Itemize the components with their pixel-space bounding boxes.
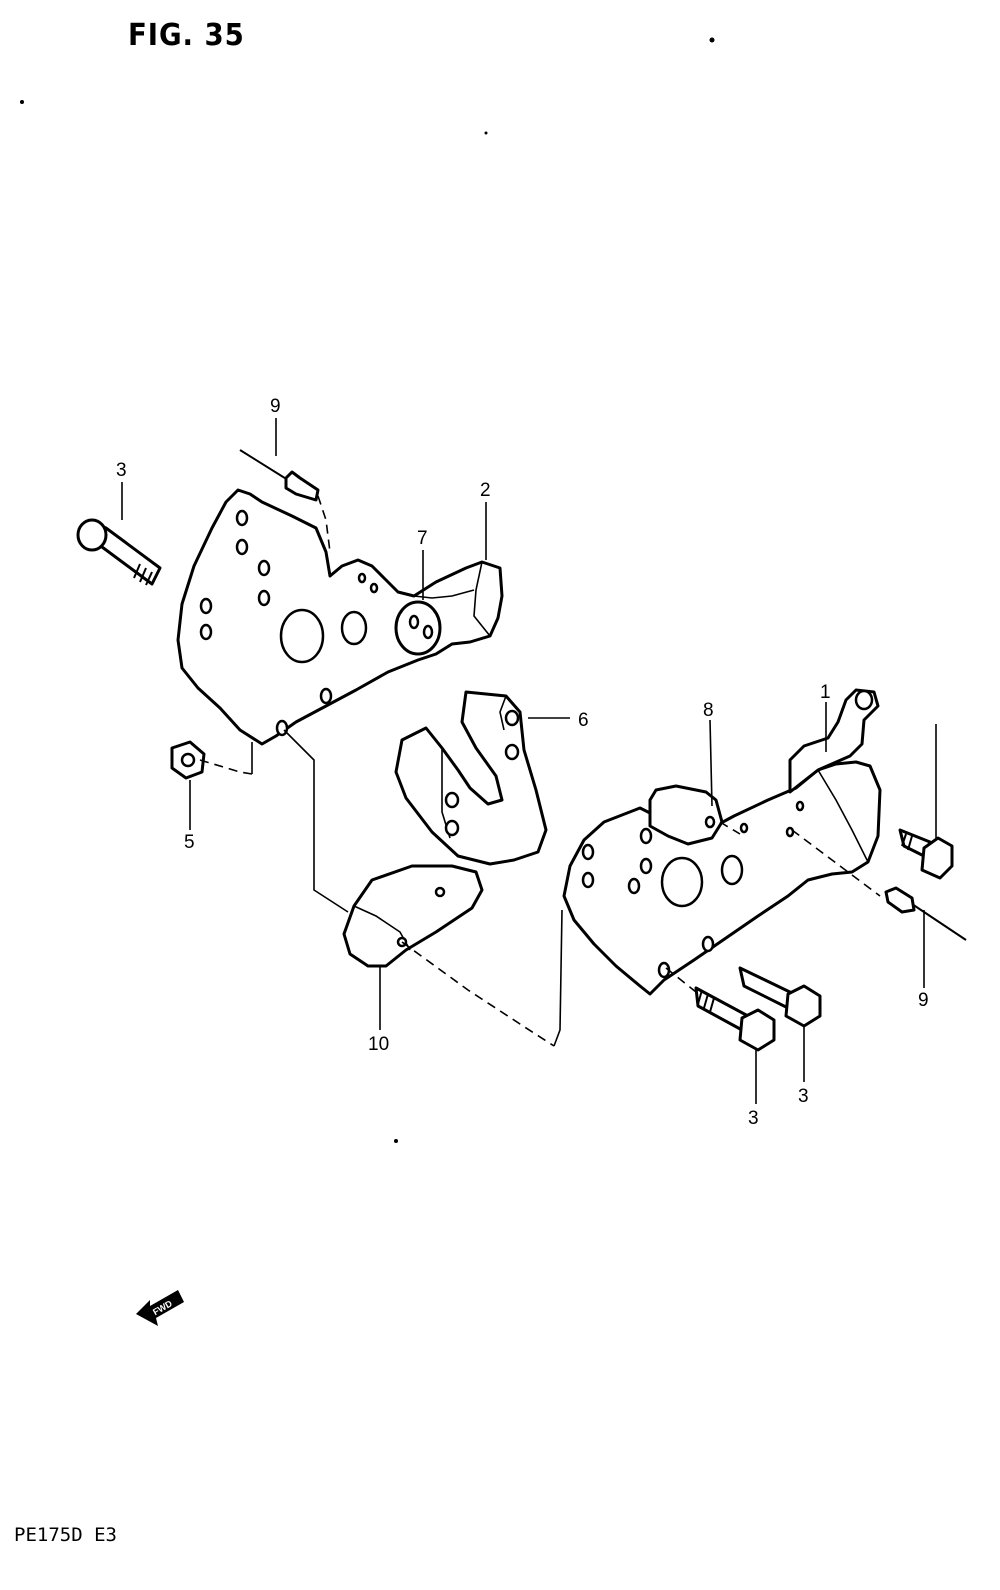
bolt-right-upper xyxy=(898,828,954,880)
callout-2: 2 xyxy=(480,480,491,501)
callout-1: 1 xyxy=(820,682,831,703)
forward-arrow-icon: FWD xyxy=(136,1290,184,1326)
callout-9-top: 9 xyxy=(270,396,281,417)
callout-8: 8 xyxy=(703,700,714,721)
bolt-bottom-left xyxy=(694,986,776,1052)
callout-10: 10 xyxy=(368,1034,389,1055)
callout-leaders xyxy=(121,418,937,1104)
assembly-lines xyxy=(199,495,881,1047)
collar-part-8 xyxy=(648,784,724,846)
left-bracket-plate xyxy=(176,488,504,746)
pad-part-10 xyxy=(342,864,484,968)
bolt-bottom-right xyxy=(738,966,822,1028)
figure-title: FIG. 35 xyxy=(128,18,245,53)
spacer-part-6 xyxy=(394,690,548,866)
callout-9-right: 9 xyxy=(918,990,929,1011)
callout-3-right: 3 xyxy=(748,1108,759,1129)
right-bracket-plate xyxy=(562,688,882,996)
callout-5: 5 xyxy=(184,832,195,853)
rivet-right xyxy=(884,886,967,941)
callout-3-mid: 3 xyxy=(798,1086,809,1107)
callout-numbers: 9 3 2 7 6 8 1 5 9 10 3 3 xyxy=(116,396,929,1129)
callout-6: 6 xyxy=(578,710,589,731)
model-code: PE175D E3 xyxy=(14,1524,117,1546)
callout-7: 7 xyxy=(417,528,428,549)
rivet-top xyxy=(239,449,320,502)
grommet-part-7 xyxy=(394,600,442,656)
callout-3-left: 3 xyxy=(116,460,127,481)
scan-specks xyxy=(20,37,715,1143)
bolt-left xyxy=(76,518,162,586)
nut-part-5 xyxy=(170,740,206,780)
